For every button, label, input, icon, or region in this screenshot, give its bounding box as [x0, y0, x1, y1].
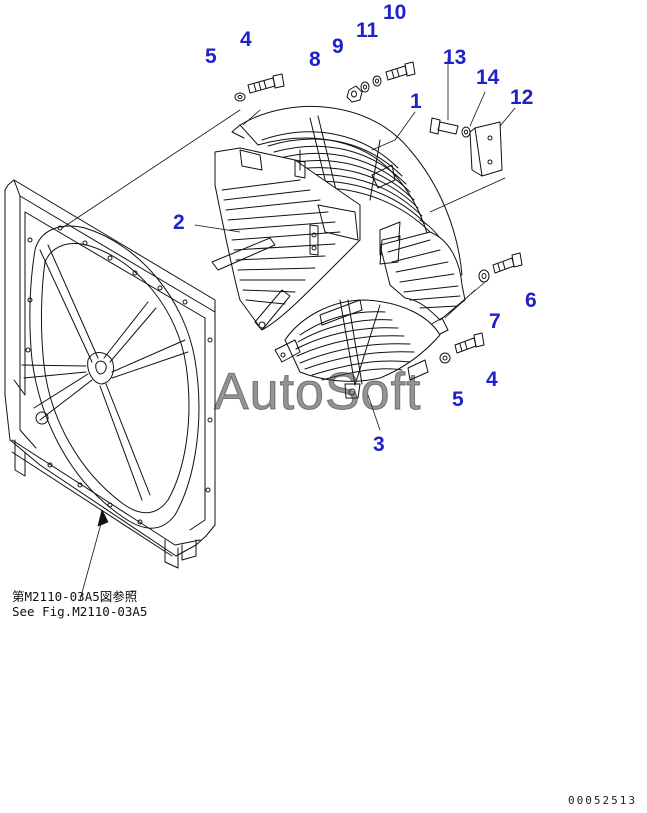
- callout-12: 12: [510, 86, 534, 109]
- callout-6: 6: [525, 289, 537, 312]
- reference-note-en: See Fig.M2110-03A5: [12, 604, 148, 619]
- leader-lines: [61, 57, 516, 601]
- callout-9: 9: [332, 35, 344, 58]
- lower-shroud: [274, 299, 441, 399]
- callout-14: 14: [476, 66, 500, 89]
- callout-3: 3: [373, 433, 385, 456]
- right-shroud: [379, 231, 466, 337]
- callout-11: 11: [356, 19, 379, 42]
- watermark: AutoSoft: [213, 363, 422, 422]
- callout-8: 8: [309, 48, 321, 71]
- side-shroud: [211, 147, 361, 331]
- callout-7: 7: [489, 310, 501, 333]
- callout-5-bottom: 5: [452, 388, 464, 411]
- radiator-frame: [4, 179, 216, 569]
- callout-13: 13: [443, 46, 467, 69]
- reference-note-jp: 第M2110-03A5図参照: [12, 589, 138, 604]
- callout-1: 1: [410, 90, 422, 113]
- drawing-number: 00052513: [568, 794, 637, 807]
- callout-10: 10: [383, 1, 407, 24]
- callout-2: 2: [173, 211, 185, 234]
- callout-5-top: 5: [205, 45, 217, 68]
- callout-4-bottom: 4: [486, 368, 498, 391]
- hardware: [234, 61, 523, 364]
- callout-4-top: 4: [240, 28, 252, 51]
